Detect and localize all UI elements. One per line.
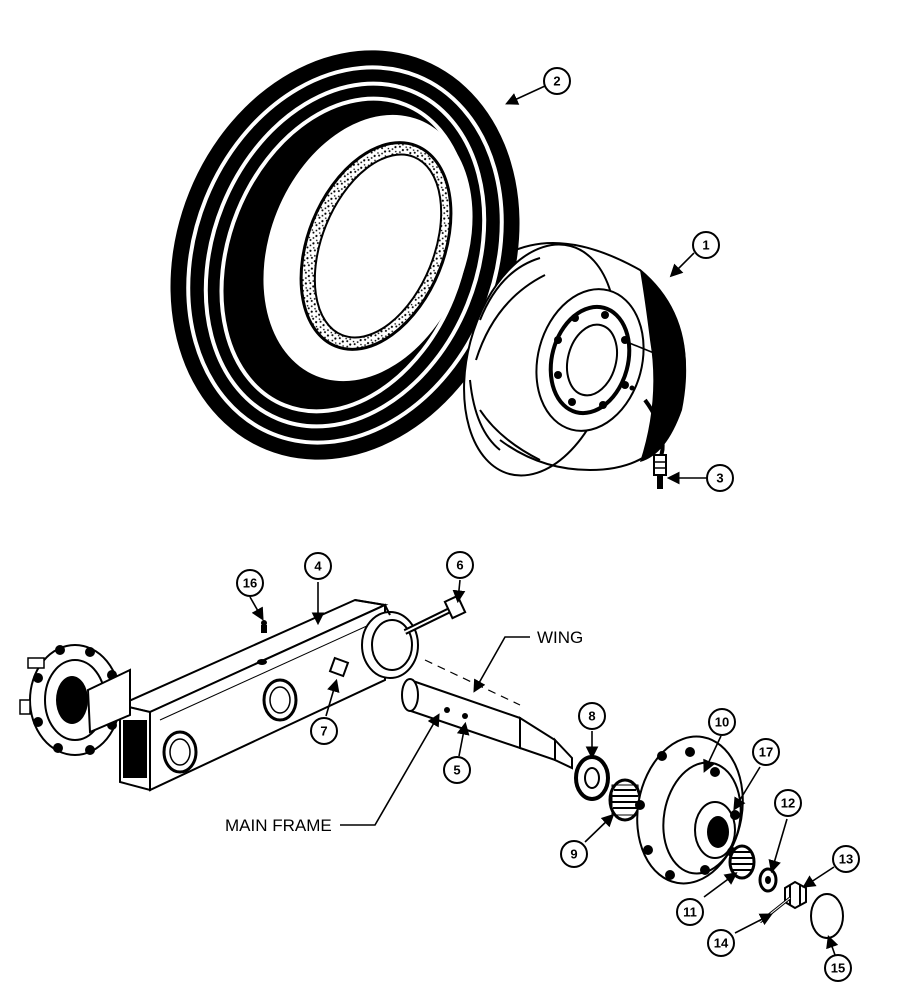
wheel-rim-drawing — [463, 242, 687, 477]
main-frame-label: MAIN FRAME — [225, 816, 332, 835]
callout-13-label: 13 — [839, 852, 853, 867]
callout-7: 7 — [310, 717, 338, 745]
callout-15-label: 15 — [831, 961, 845, 976]
castle-nut-drawing — [784, 880, 807, 910]
callout-11-label: 11 — [683, 905, 697, 920]
callout-4: 4 — [304, 552, 332, 580]
callout-5: 5 — [443, 756, 471, 784]
callout-3: 3 — [706, 464, 734, 492]
callout-1-label: 1 — [702, 238, 709, 253]
bolt-drawing — [403, 594, 467, 635]
callout-17-label: 17 — [759, 745, 773, 760]
callout-12: 12 — [774, 789, 802, 817]
callout-4-label: 4 — [314, 559, 322, 574]
callout-5-label: 5 — [453, 763, 460, 778]
callout-8-label: 8 — [588, 709, 595, 724]
callout-16-label: 16 — [243, 576, 257, 591]
tire-drawing — [170, 50, 520, 460]
callout-6: 6 — [446, 551, 474, 579]
callout-6-label: 6 — [456, 558, 463, 573]
callout-3-label: 3 — [716, 471, 723, 486]
callout-10: 10 — [708, 708, 736, 736]
callout-7-label: 7 — [320, 724, 327, 739]
callout-13: 13 — [832, 845, 860, 873]
callout-2-label: 2 — [553, 74, 560, 89]
valve-stem-drawing — [643, 398, 667, 489]
seal-drawing — [574, 755, 610, 801]
callout-15: 15 — [824, 954, 852, 982]
wheel-hub-drawing — [635, 735, 744, 885]
callout-9: 9 — [560, 840, 588, 868]
callout-14: 14 — [707, 929, 735, 957]
callout-17: 17 — [752, 738, 780, 766]
callout-8: 8 — [578, 702, 606, 730]
callout-1: 1 — [692, 231, 720, 259]
inner-bearing-drawing — [608, 778, 642, 822]
leader-lines — [249, 85, 839, 956]
wing-spindle-drawing — [401, 659, 573, 770]
callout-12-label: 12 — [781, 796, 795, 811]
callout-2: 2 — [543, 67, 571, 95]
outer-bearing-drawing — [728, 844, 756, 880]
callout-10-label: 10 — [715, 715, 729, 730]
callout-11: 11 — [676, 898, 704, 926]
wing-label: WING — [537, 628, 583, 647]
callout-16: 16 — [236, 569, 264, 597]
dust-cap-drawing — [810, 893, 844, 939]
washer-drawing — [758, 867, 778, 893]
callout-9-label: 9 — [570, 847, 577, 862]
callout-14-label: 14 — [714, 936, 729, 951]
grease-fitting-drawing — [261, 620, 267, 633]
axle-frame-drawing — [86, 598, 419, 792]
